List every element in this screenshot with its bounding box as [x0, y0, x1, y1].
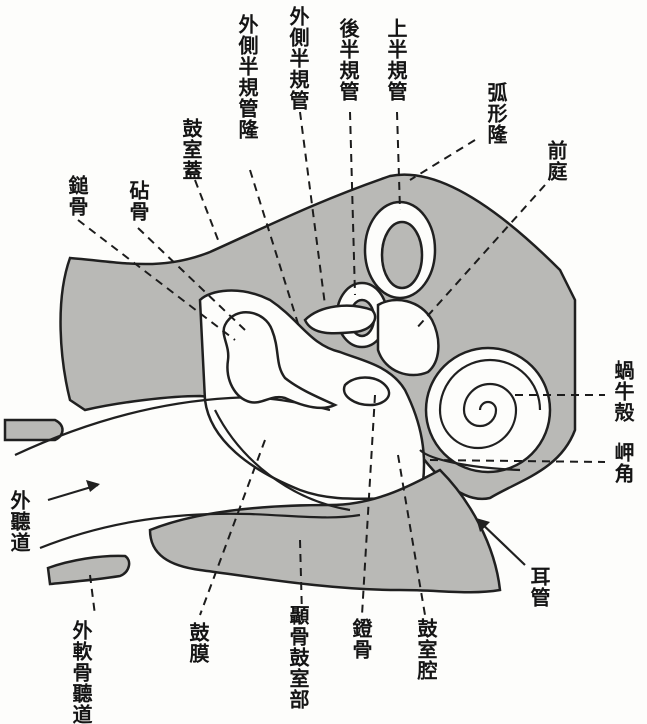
stapes-shape — [344, 378, 389, 406]
canal-segment-lower — [48, 556, 129, 584]
label-external-canal: 外聽道 — [8, 490, 30, 553]
label-cartilage-canal: 外軟骨聽道 — [70, 620, 92, 710]
superior-canal-core — [382, 222, 422, 288]
label-cochlea: 蝸牛殻 — [612, 360, 634, 423]
label-lateral-canal: 外側半規管 — [287, 6, 309, 111]
label-incus: 砧骨 — [127, 180, 149, 222]
leader-tegmen — [195, 180, 220, 245]
label-lateral-canal-prominence: 外側半規管隆 — [236, 14, 258, 140]
label-vestibule: 前庭 — [545, 140, 567, 182]
label-superior-canal: 上半規管 — [385, 18, 407, 102]
label-temporal-tympanic-part: 顳骨鼓室部 — [287, 605, 309, 710]
label-posterior-canal: 後半規管 — [337, 18, 359, 102]
label-tegmen: 鼓室蓋 — [180, 118, 202, 181]
canal-segment-upper — [5, 420, 63, 440]
cochlea-outer — [426, 348, 550, 472]
label-tympanic-cavity: 鼓室腔 — [415, 618, 437, 681]
label-promontory: 岬角 — [612, 442, 634, 484]
leader-arcuate — [410, 140, 475, 180]
label-stapes: 鐙骨 — [350, 618, 372, 660]
label-malleus: 鎚骨 — [66, 175, 88, 217]
label-tympanic-membrane: 鼓膜 — [187, 622, 209, 664]
leader-cartilage-canal — [90, 575, 95, 615]
label-arcuate-eminence: 弧形隆 — [485, 82, 507, 145]
label-ear-tube: 耳管 — [528, 566, 550, 608]
